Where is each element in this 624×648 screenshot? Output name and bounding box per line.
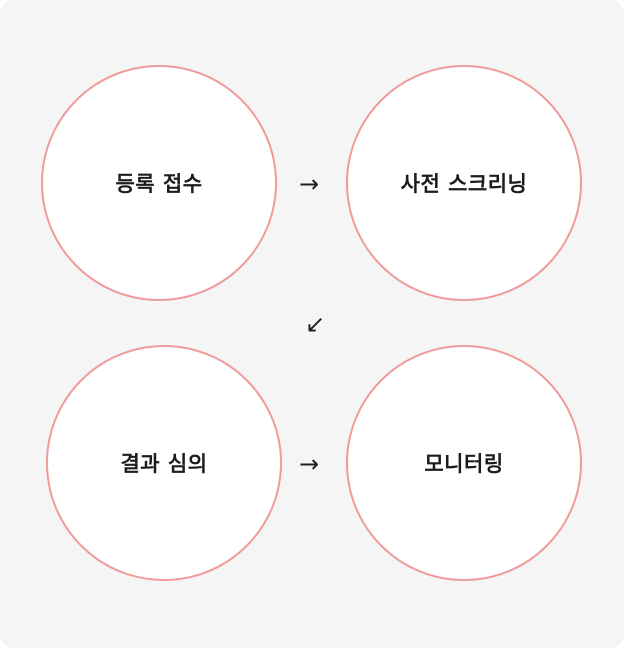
arrow-right-icon: → — [299, 450, 320, 478]
step-monitoring-label: 모니터링 — [424, 452, 504, 476]
step-registration-label: 등록 접수 — [115, 172, 203, 196]
step-review-circle: 결과 심의 — [46, 345, 282, 581]
step-prescreening-label: 사전 스크리닝 — [400, 172, 528, 196]
step-registration-circle: 등록 접수 — [41, 65, 277, 301]
step-prescreening-circle: 사전 스크리닝 — [346, 65, 582, 301]
arrow-down-left-icon: ↙ — [305, 310, 326, 338]
arrow-right-icon: → — [299, 170, 320, 198]
step-monitoring-circle: 모니터링 — [346, 345, 582, 581]
step-review-label: 결과 심의 — [120, 452, 208, 476]
